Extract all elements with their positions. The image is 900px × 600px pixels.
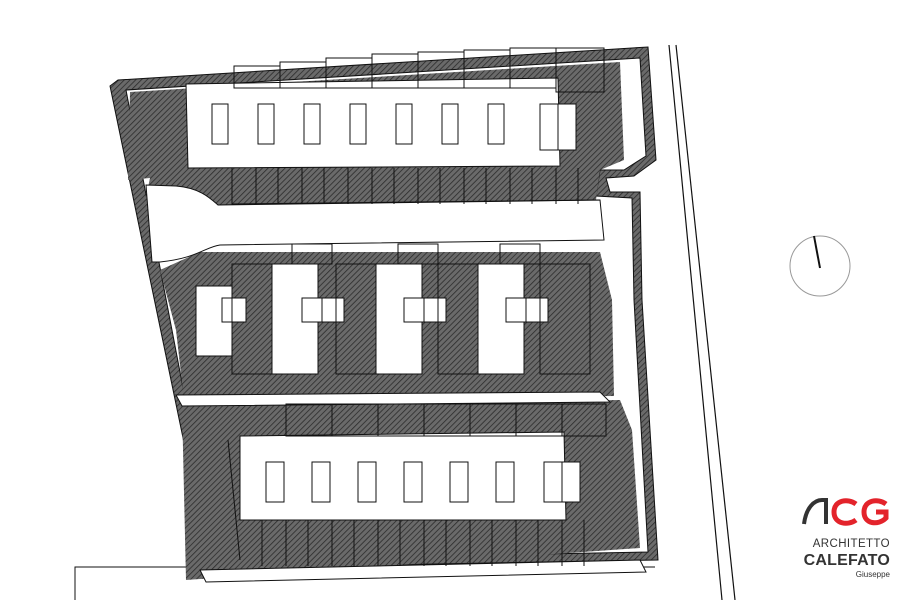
logo-first-name: Giuseppe: [855, 570, 890, 579]
road-edges: [668, 44, 736, 600]
middle-row-houses: [195, 243, 591, 375]
pathways: [145, 184, 647, 583]
logo-architect-label: ARCHITETTO: [812, 538, 890, 550]
logo-surname: CALEFATO: [803, 552, 890, 569]
north-row-houses: [185, 47, 605, 205]
south-row-houses: [227, 403, 607, 566]
acg-logo-icon: [802, 498, 889, 526]
north-arrow-icon: [789, 235, 851, 297]
